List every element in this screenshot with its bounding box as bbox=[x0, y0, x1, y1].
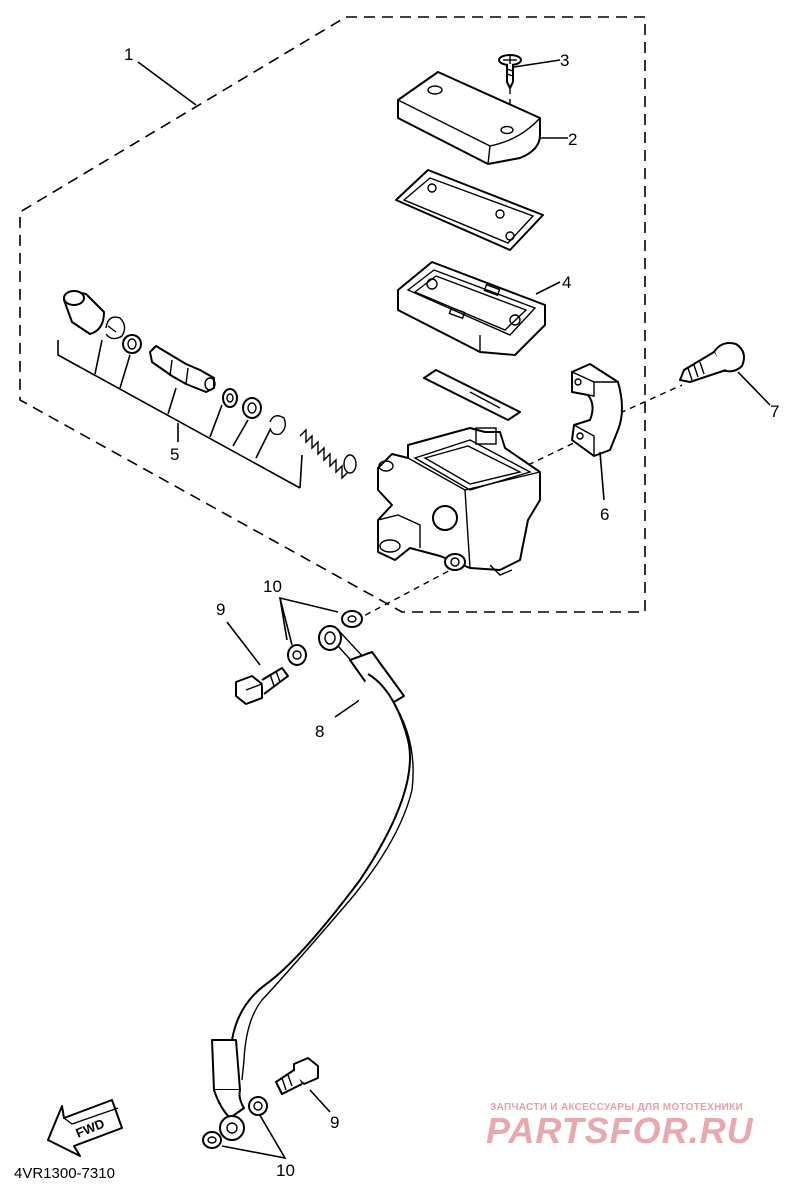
reservoir-cap bbox=[397, 71, 541, 165]
master-cylinder-body bbox=[377, 427, 541, 576]
assembly-boundary bbox=[19, 16, 646, 613]
callout-numbers: 1 2 3 4 5 6 7 8 9 9 10 10 bbox=[124, 45, 779, 1180]
callout-10-lower: 10 bbox=[276, 1161, 295, 1180]
reservoir-protector bbox=[423, 369, 521, 421]
callout-1: 1 bbox=[124, 45, 133, 64]
lower-banjo-parts bbox=[202, 1057, 319, 1149]
cap-screw bbox=[498, 54, 522, 89]
callout-5: 5 bbox=[170, 445, 179, 464]
forward-arrow: FWD bbox=[47, 1099, 123, 1157]
part5-leaders bbox=[57, 339, 303, 489]
diaphragm-plate bbox=[395, 169, 544, 251]
callout-4: 4 bbox=[562, 273, 571, 292]
callout-9-upper: 9 bbox=[216, 600, 225, 619]
callout-9-lower: 9 bbox=[330, 1113, 339, 1132]
callout-7: 7 bbox=[770, 402, 779, 421]
site-watermark: ЗАПЧАСТИ И АКСЕССУАРЫ ДЛЯ МОТОТЕХНИКИ PA… bbox=[486, 1102, 754, 1151]
master-cylinder-holder bbox=[571, 363, 623, 457]
holder-bolt bbox=[679, 342, 745, 383]
callout-8: 8 bbox=[315, 722, 324, 741]
drawing-code: 4VR1300-7310 bbox=[14, 1165, 115, 1182]
callout-leaders bbox=[137, 59, 771, 1160]
brake-hose bbox=[211, 651, 414, 1119]
watermark-tagline: ЗАПЧАСТИ И АКСЕССУАРЫ ДЛЯ МОТОТЕХНИКИ bbox=[490, 1102, 743, 1113]
piston-kit bbox=[63, 290, 357, 480]
diaphragm bbox=[397, 261, 546, 356]
callout-3: 3 bbox=[560, 51, 569, 70]
callout-2: 2 bbox=[568, 130, 577, 149]
callout-6: 6 bbox=[600, 505, 609, 524]
upper-banjo-parts bbox=[235, 610, 368, 705]
dashed-connectors bbox=[359, 88, 683, 619]
callout-10-upper: 10 bbox=[263, 577, 282, 596]
watermark-logo: PARTSFOR.RU bbox=[486, 1110, 754, 1151]
